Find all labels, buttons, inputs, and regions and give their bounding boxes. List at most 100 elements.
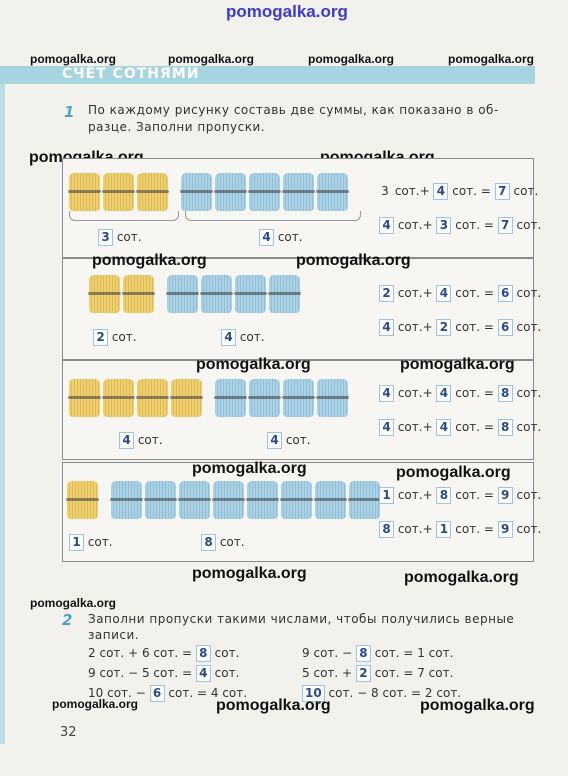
answer-box[interactable]: 6 [497,319,513,336]
watermark: pomogalka.org [52,697,139,711]
answer-box[interactable]: 8 [497,419,513,436]
answer-box[interactable]: 4 [119,432,134,449]
brace-blue [185,211,361,221]
yellow-bundle [170,379,203,417]
blue-bundle [166,275,199,313]
equation-2: 4 сот.+ 3 сот. = 7 сот. [379,217,541,234]
yellow-bundle [102,379,135,417]
answer-box[interactable]: 9 [497,521,513,538]
caption-left: 1 сот. [69,534,113,551]
watermark: pomogalka.org [308,52,395,66]
blue-bundle [234,275,267,313]
answer-box[interactable]: 8 [195,645,211,662]
answer-box[interactable]: 3 [98,229,113,246]
caption-left: 2 сот. [93,329,137,346]
answer-box[interactable]: 8 [497,385,513,402]
answer-box[interactable]: 3 [436,217,452,234]
answer-box[interactable]: 4 [436,285,452,302]
watermark: pomogalka.org [216,697,331,714]
answer-box[interactable]: 4 [195,665,211,682]
exercise-panel-3: 4 сот. 4 сот. 4 сот.+ 4 сот. = 8 сот. 4 … [62,360,541,460]
answer-box[interactable]: 9 [497,487,513,504]
answer-box[interactable]: 2 [436,319,452,336]
blue-bundle [314,481,347,519]
yellow-bundle [68,379,101,417]
task-2-right-line-2: 5 сот. + 2 сот. = 7 сот. [302,665,454,682]
answer-box[interactable]: 4 [379,319,394,336]
exercise-panel-4: 1 сот. 8 сот. 1 сот.+ 8 сот. = 9 сот. 8 … [62,462,541,562]
blue-bundle [282,173,315,211]
task-2-right-line-1: 9 сот. − 8 сот. = 1 сот. [302,645,454,662]
exercise-panel-1: 3 сот. 4 сот. 3 сот.+ 4 сот. = 7 сот. 4 … [62,158,541,258]
caption-left: 3 сот. [98,229,142,246]
answer-box[interactable]: 4 [379,385,394,402]
answer-box[interactable]: 4 [436,419,452,436]
task-2-number: 2 [62,611,73,629]
equation-1: 1 сот.+ 8 сот. = 9 сот. [379,487,541,504]
equation-1: 2 сот.+ 4 сот. = 6 сот. [379,285,541,302]
watermark: pomogalka.org [192,460,307,477]
answer-box[interactable]: 8 [379,521,394,538]
watermark: pomogalka.org [192,565,307,582]
answer-box[interactable]: 2 [355,665,371,682]
blue-bundle [212,481,245,519]
task-1-text-line1: По каждому рисунку составь две суммы, ка… [88,103,499,117]
watermark: pomogalka.org [30,52,117,66]
yellow-bundle [68,173,101,211]
watermark-top: pomogalka.org [226,2,348,21]
task-2-left-line-2: 9 сот. − 5 сот. = 4 сот. [88,665,240,682]
answer-box[interactable]: 4 [379,217,394,234]
watermark: pomogalka.org [168,52,255,66]
answer-box[interactable]: 10 [302,685,325,702]
blue-bundle [144,481,177,519]
task-2-left-line-1: 2 сот. + 6 сот. = 8 сот. [88,645,240,662]
answer-box[interactable]: 7 [494,183,510,200]
watermark: pomogalka.org [92,252,207,269]
blue-bundle [248,379,281,417]
blue-bundle [246,481,279,519]
answer-box[interactable]: 4 [436,385,452,402]
watermark: pomogalka.org [420,697,535,714]
caption-right: 8 сот. [201,534,245,551]
blue-bundle [282,379,315,417]
equation-2: 4 сот.+ 4 сот. = 8 сот. [379,419,541,436]
task-2-text-line1: Заполни пропуски такими числами, чтобы п… [88,612,515,626]
caption-right: 4 сот. [259,229,303,246]
watermark: pomogalka.org [296,252,411,269]
exercise-panel-2: 2 сот. 4 сот. 2 сот.+ 4 сот. = 6 сот. 4 … [62,258,541,360]
answer-box[interactable]: 8 [355,645,371,662]
section-heading: СЧЁТ СОТНЯМИ [62,66,200,82]
blue-bundle [280,481,313,519]
page-side-strip [0,84,5,744]
heading-band [0,66,535,84]
watermark: pomogalka.org [196,356,311,373]
answer-box[interactable]: 6 [149,685,165,702]
answer-box[interactable]: 4 [433,183,449,200]
equation-2: 8 сот.+ 1 сот. = 9 сот. [379,521,541,538]
blue-bundle [214,173,247,211]
task-2-right-line-3: 10 сот. − 8 сот. = 2 сот. [302,685,461,702]
answer-box[interactable]: 6 [497,285,513,302]
answer-box[interactable]: 2 [93,329,108,346]
answer-box[interactable]: 4 [379,419,394,436]
answer-box[interactable]: 8 [436,487,452,504]
caption-right: 4 сот. [267,432,311,449]
answer-box[interactable]: 1 [69,534,84,551]
answer-box[interactable]: 4 [267,432,282,449]
answer-box[interactable]: 4 [259,229,274,246]
answer-box[interactable]: 7 [497,217,513,234]
blue-bundle [180,173,213,211]
answer-box[interactable]: 4 [221,329,236,346]
blue-bundle [214,379,247,417]
page-number: 32 [60,725,77,740]
yellow-bundle [122,275,155,313]
yellow-bundle [136,173,169,211]
equation-1: 4 сот.+ 4 сот. = 8 сот. [379,385,541,402]
yellow-bundle [66,481,99,519]
answer-box[interactable]: 8 [201,534,216,551]
answer-box[interactable]: 1 [379,487,394,504]
blue-bundle [178,481,211,519]
answer-box[interactable]: 2 [379,285,394,302]
answer-box[interactable]: 1 [436,521,452,538]
watermark: pomogalka.org [448,52,535,66]
